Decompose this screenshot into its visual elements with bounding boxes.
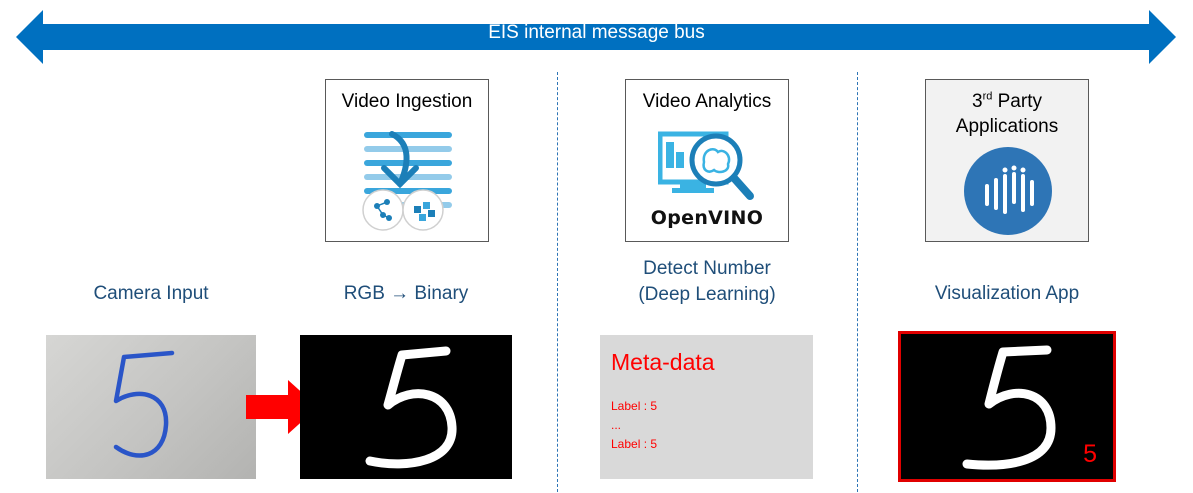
binary-image: [300, 335, 512, 479]
app-chart-icon: [964, 147, 1052, 235]
meta-data-title: Meta-data: [611, 349, 715, 375]
meta-data-line: Label : 5: [611, 437, 658, 451]
rgb-binary-label: RGB → Binary: [343, 283, 469, 304]
analytics-brain-icon: [658, 131, 754, 200]
detected-digit-overlay: 5: [1083, 440, 1097, 468]
message-bus-label: EIS internal message bus: [488, 22, 705, 43]
video-ingestion-module: Video Ingestion: [325, 79, 489, 242]
meta-data-panel: Meta-data Label : 5 ... Label : 5: [600, 335, 813, 479]
visualization-app-label: Visualization App: [934, 283, 1080, 304]
video-ingestion-icon: [362, 131, 452, 231]
message-bus-arrow: [16, 10, 1176, 64]
divider-left: [557, 72, 558, 492]
handwritten-five-white-large: [962, 345, 1056, 470]
third-party-title: 3rd Party Applications: [955, 90, 1059, 137]
visualization-image: 5: [898, 331, 1116, 482]
video-ingestion-title: Video Ingestion: [341, 91, 473, 112]
video-analytics-module: Video Analytics OpenVINO: [625, 79, 789, 242]
detect-number-label: Detect Number(Deep Learning): [638, 258, 776, 305]
divider-right: [857, 72, 858, 492]
camera-input-label: Camera Input: [93, 283, 209, 304]
meta-data-line: Label : 5: [611, 399, 658, 413]
camera-input-image: [46, 335, 256, 479]
meta-data-line: ...: [611, 418, 622, 432]
handwritten-five-white: [365, 346, 457, 469]
openvino-logo: OpenVINO: [650, 207, 764, 229]
video-analytics-title: Video Analytics: [642, 91, 772, 112]
third-party-module: 3rd Party Applications: [925, 79, 1089, 242]
handwritten-five-blue: [113, 350, 175, 458]
